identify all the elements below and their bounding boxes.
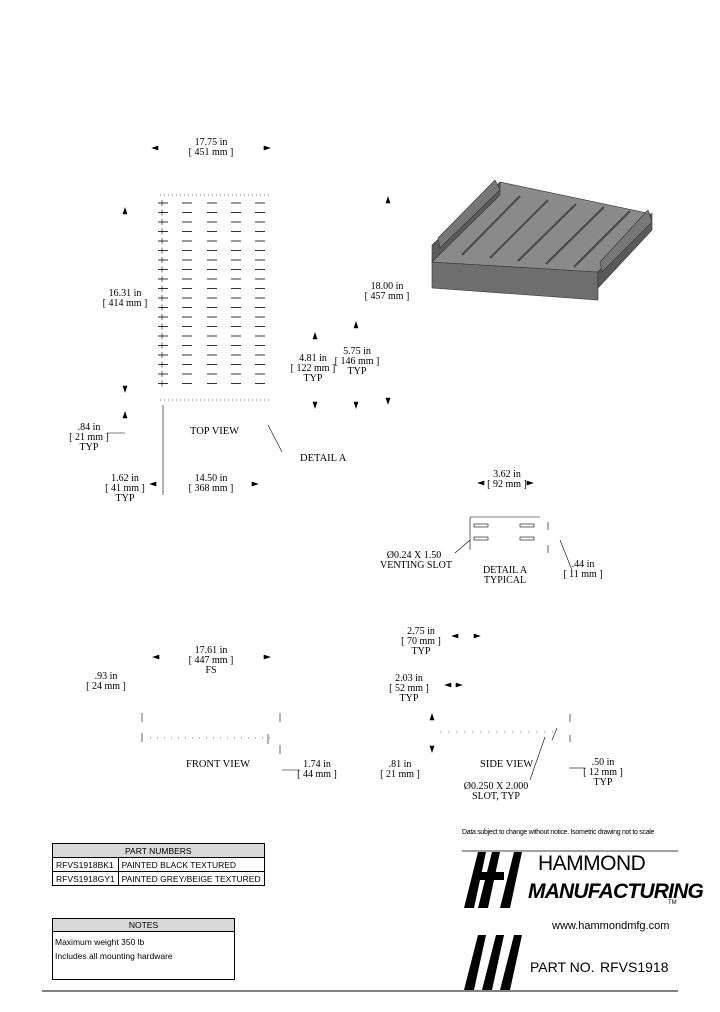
trademark: TM <box>668 900 677 906</box>
part-number-cell: RFVS1918BK1 <box>52 857 119 872</box>
dim-084: .84 in[ 21 mm ]TYP <box>69 422 109 453</box>
notes-box: NOTES Maximum weight 350 lb Includes all… <box>52 918 235 980</box>
dim-481: 4.81 in[ 122 mm ]TYP <box>290 353 336 384</box>
dim-arrow <box>151 145 159 151</box>
part-numbers-table: PART NUMBERS RFVS1918BK1 PAINTED BLACK T… <box>52 843 265 886</box>
dim-depth-top: 16.31 in[ 414 mm ] <box>102 288 148 309</box>
dim-093: .93 in[ 24 mm ] <box>86 671 126 692</box>
part-numbers-header: PART NUMBERS <box>52 843 265 858</box>
side-view-drawing <box>440 714 571 781</box>
disclaimer-text: Data subject to change without notice. I… <box>462 829 655 836</box>
part-number-cell: RFVS1918GY1 <box>52 871 119 886</box>
hammond-logo-mark <box>464 852 522 908</box>
dim-081: .81 in[ 21 mm ] <box>380 759 420 780</box>
company-name-line2: MANUFACTURING <box>528 880 704 903</box>
table-row: RFVS1918GY1 PAINTED GREY/BEIGE TEXTURED <box>52 871 265 886</box>
detail-a-callout: DETAIL A <box>300 453 347 464</box>
front-view-drawing <box>141 713 281 754</box>
dim-162: 1.62 in[ 41 mm ]TYP <box>105 473 145 504</box>
top-view-label: TOP VIEW <box>190 426 240 437</box>
dim-275: 2.75 in[ 70 mm ]TYP <box>401 626 441 657</box>
description-cell: PAINTED BLACK TEXTURED <box>117 857 265 872</box>
dim-362: 3.62 in[ 92 mm ] <box>487 469 527 490</box>
side-view-label: SIDE VIEW <box>480 759 534 770</box>
dim-1450: 14.50 in[ 368 mm ] <box>188 473 234 494</box>
dim-203: 2.03 in[ 52 mm ]TYP <box>389 673 429 704</box>
notes-header: NOTES <box>53 919 234 932</box>
part-no-value: RFVS1918 <box>600 959 669 975</box>
description-cell: PAINTED GREY/BEIGE TEXTURED <box>117 871 265 886</box>
website-link[interactable]: www.hammondmfg.com <box>552 920 670 932</box>
dim-575: 5.75 in[ 146 mm ]TYP <box>334 346 380 377</box>
hammond-logo-mark-w <box>464 935 522 990</box>
dim-044: .44 in[ 11 mm ] <box>563 559 603 580</box>
detail-a-drawing <box>454 516 573 571</box>
dim-050: .50 in[ 12 mm ]TYP <box>583 757 623 788</box>
front-view-label: FRONT VIEW <box>186 759 251 770</box>
dim-depth-18: 18.00 in[ 457 mm ] <box>364 281 410 302</box>
dim-width-top: 17.75 in[ 451 mm ] <box>188 137 234 158</box>
dim-arrow <box>263 145 271 151</box>
note-line: Maximum weight 350 lb <box>55 937 145 947</box>
isometric-shelf-image <box>431 179 653 301</box>
part-no-label: PART NO. <box>530 959 595 975</box>
table-row: RFVS1918BK1 PAINTED BLACK TEXTURED <box>52 857 265 872</box>
dim-174: 1.74 in[ 44 mm ] <box>297 759 337 780</box>
company-name-line1: HAMMOND <box>538 852 646 875</box>
note-line: Includes all mounting hardware <box>55 951 173 961</box>
dim-1761: 17.61 in[ 447 mm ]FS <box>188 645 234 676</box>
